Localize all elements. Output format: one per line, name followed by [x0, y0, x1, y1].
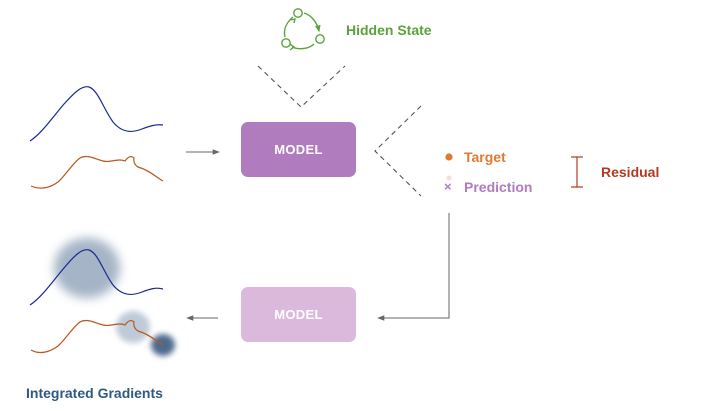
attribution-blob-medium — [116, 311, 150, 343]
residual-label: Residual — [601, 164, 660, 180]
output-dashed-arrow — [374, 105, 422, 197]
target-marker-faint — [446, 175, 452, 181]
feedback-arrow — [377, 213, 450, 321]
prediction-label: Prediction — [464, 179, 533, 195]
prediction-marker: × — [444, 179, 452, 194]
attribution-blob-large — [54, 238, 120, 298]
cycle-arrows-icon — [281, 8, 325, 50]
model-top-label: MODEL — [274, 142, 323, 157]
model-box-top: MODEL — [241, 122, 356, 177]
input-series-blue-top — [29, 86, 164, 142]
input-series-orange-top — [30, 155, 164, 189]
model-box-bottom: MODEL — [241, 287, 356, 342]
attribution-series-blue — [29, 249, 164, 306]
integrated-gradients-label: Integrated Gradients — [26, 385, 163, 401]
hidden-state-label: Hidden State — [346, 22, 432, 38]
model-bottom-label: MODEL — [274, 307, 323, 322]
hidden-state-dashed-arrow — [257, 65, 346, 108]
target-marker — [445, 153, 453, 161]
target-label: Target — [464, 149, 506, 165]
residual-bracket — [571, 156, 583, 188]
attribution-series-orange — [30, 319, 164, 354]
